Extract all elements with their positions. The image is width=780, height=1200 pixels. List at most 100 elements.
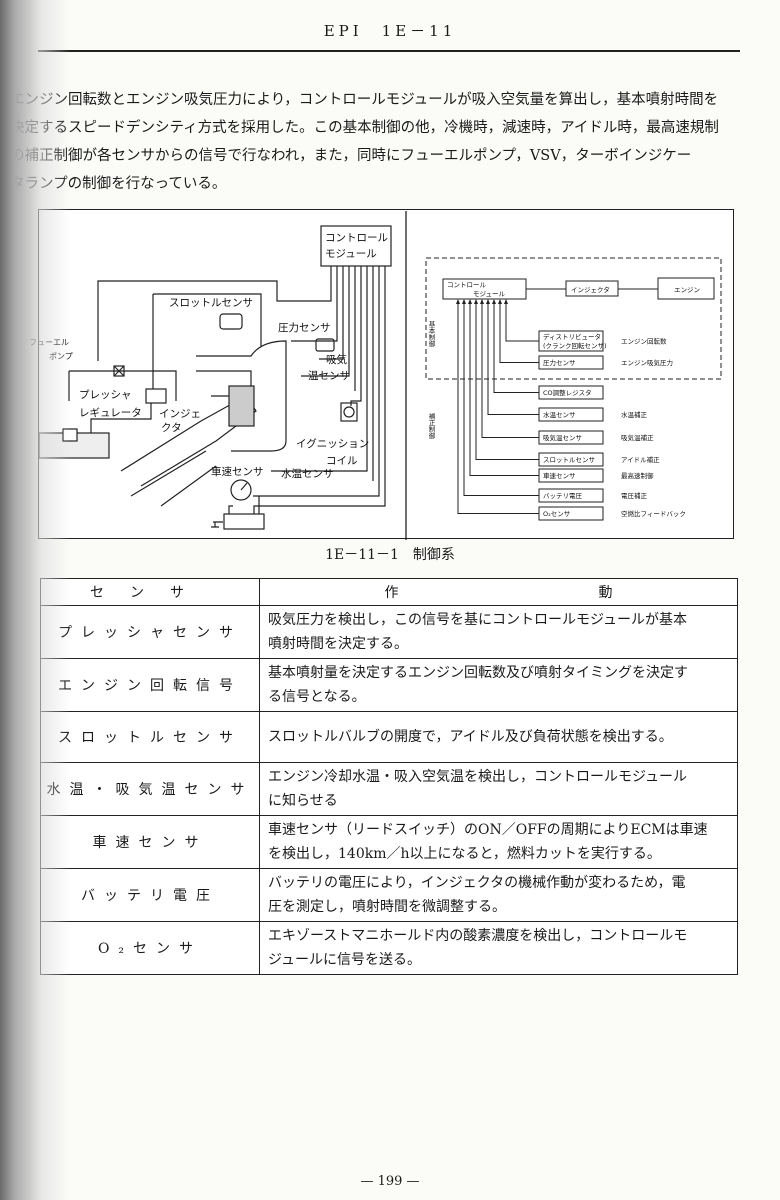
- arrow-head-icon: [498, 299, 502, 304]
- header-rule: [38, 50, 740, 52]
- sensor-function-label: エンジン回転数: [621, 337, 667, 346]
- sensor-box-label: 圧力センサ: [543, 358, 576, 367]
- sensor-name: O₂センサ: [40, 921, 260, 975]
- table-row: 水温・吸気温センサエンジン冷却水温・吸入空気温を検出し，コントロールモジュールに…: [40, 762, 738, 816]
- sensor-box-label: O₂センサ: [543, 510, 570, 518]
- action-line: る信号となる。: [268, 689, 366, 705]
- label-injector: インジェ: [159, 408, 201, 420]
- table-row: O₂センサエキゾーストマニホールド内の酸素濃度を検出し，コントロールモジュールに…: [40, 921, 738, 975]
- arrow-head-icon: [480, 299, 484, 304]
- sensor-box: [538, 452, 604, 467]
- arrow-head-icon: [462, 299, 466, 304]
- action-line: バッテリの電圧により，インジェクタの機械作動が変わるため，電: [268, 875, 686, 891]
- sensor-box: [538, 506, 604, 521]
- label-vehicle-speed-sensor: 車速センサ: [211, 465, 264, 478]
- paragraph-line: エンジン回転数とエンジン吸気圧力により，コントロールモジュールが吸入空気量を算出…: [10, 92, 719, 108]
- arrow-head-icon: [468, 299, 472, 304]
- block-control-module: コントロール: [447, 281, 487, 289]
- label-control-module: コントロール: [325, 232, 388, 244]
- label-intake-temp-sensor: 吸気: [326, 353, 347, 366]
- figure-caption: 1E－11－1 制御系: [325, 547, 455, 563]
- paragraph-line: 決定するスピードデンシティ方式を採用した。この基本制御の他，冷機時，減速時，アイ…: [10, 120, 719, 136]
- label-basic-control: 基本制御: [427, 320, 435, 349]
- arrow-head-icon: [504, 299, 508, 304]
- table-row: スロットルセンサスロットルバルブの開度で，アイドル及び負荷状態を検出する。: [40, 711, 738, 763]
- figure-drawing: コントロール モジュール スロットルセンサ 圧力センサ 吸気 温センサ フューエ…: [29, 211, 722, 540]
- label-throttle-sensor: スロットルセンサ: [169, 297, 253, 309]
- sensor-action: エンジン冷却水温・吸入空気温を検出し，コントロールモジュールに知らせる: [259, 762, 738, 816]
- paragraph-line: の補正制御が各センサからの信号で行なわれ，また，同時にフューエルポンプ，VSV，…: [10, 148, 692, 164]
- action-line: スロットルバルブの開度で，アイドル及び負荷状態を検出する。: [268, 729, 673, 745]
- label-ignition-coil: イグニッション: [296, 437, 369, 450]
- sensor-function-label: エンジン吸気圧力: [621, 358, 673, 367]
- col-header-action-2: 動: [598, 585, 613, 601]
- table-row: 車速センサ車速センサ（リードスイッチ）のON／OFFの周期によりECMは車速を検…: [40, 815, 738, 869]
- action-line: 車速センサ（リードスイッチ）のON／OFFの周期によりECMは車速: [268, 822, 708, 838]
- table-row: バッテリ電圧バッテリの電圧により，インジェクタの機械作動が変わるため，電圧を測定…: [40, 868, 738, 922]
- sensor-action: 車速センサ（リードスイッチ）のON／OFFの周期によりECMは車速を検出し，14…: [259, 815, 738, 869]
- action-line: エンジン冷却水温・吸入空気温を検出し，コントロールモジュール: [268, 769, 688, 785]
- sensor-function-label: 水温補正: [621, 410, 648, 419]
- label-correction-control: 補正制御: [427, 412, 435, 441]
- table-row: エンジン回転信号基本噴射量を決定するエンジン回転数及び噴射タイミングを決定する信…: [40, 658, 738, 712]
- arrow-head-icon: [492, 299, 496, 304]
- sensor-box-label: 吸気温センサ: [543, 433, 582, 442]
- label-ignition-coil: コイル: [326, 455, 358, 467]
- label-injector: クタ: [161, 422, 182, 434]
- action-line: エキゾーストマニホールド内の酸素濃度を検出し，コントロールモ: [268, 928, 688, 944]
- label-pressure-regulator: レギュレータ: [79, 407, 142, 419]
- sensor-function-label: 空燃比フィードバック: [621, 509, 686, 518]
- sensor-function-label: 最高速制御: [621, 471, 654, 480]
- sensor-function-label: 電圧補正: [621, 491, 648, 500]
- sensor-box: [538, 385, 604, 400]
- page-number: — 199 —: [360, 1174, 420, 1189]
- col-header-sensor: センサ: [40, 578, 260, 606]
- action-line: 圧を測定し，噴射時間を微調整する。: [268, 899, 506, 915]
- signal-line: [463, 300, 539, 496]
- sensor-action: 吸気圧力を検出し，この信号を基にコントロールモジュールが基本噴射時間を決定する。: [259, 605, 738, 659]
- sensor-box-label: 水温センサ: [543, 410, 576, 419]
- sensor-box: [538, 407, 604, 422]
- signal-line: [487, 300, 539, 415]
- action-line: に知らせる: [268, 793, 338, 809]
- arrow-head-icon: [474, 299, 478, 304]
- sensor-box-label: CO調整レジスタ: [543, 388, 592, 397]
- action-line: ジュールに信号を送る。: [268, 952, 422, 968]
- sensor-name: エンジン回転信号: [40, 658, 260, 712]
- sensor-box: [538, 488, 604, 503]
- sensor-action: スロットルバルブの開度で，アイドル及び負荷状態を検出する。: [259, 711, 738, 763]
- sensor-box-label: スロットルセンサ: [543, 456, 595, 464]
- label-pressure-regulator: プレッシャ: [79, 389, 132, 401]
- block-control-module: モジュール: [473, 290, 506, 298]
- arrow-head-icon: [456, 299, 460, 304]
- action-line: を検出し，140km／h以上になると，燃料カットを実行する。: [268, 846, 661, 862]
- sensor-name: 水温・吸気温センサ: [40, 762, 260, 816]
- engine-illustration: [38, 225, 392, 530]
- sensor-box: [538, 430, 604, 445]
- action-line: 基本噴射量を決定するエンジン回転数及び噴射タイミングを決定す: [268, 665, 688, 681]
- sensor-box-label: バッテリ電圧: [543, 492, 583, 500]
- signal-line: [457, 300, 539, 514]
- block-diagram: コントロール モジュール インジェクタ エンジン 基本制御 補正制御 ディストリ…: [425, 257, 722, 521]
- sensor-name: プレッシャセンサ: [40, 605, 260, 659]
- sensor-box-label: ディストリビュータ: [543, 332, 601, 341]
- label-intake-temp-sensor: 温センサ: [308, 370, 350, 382]
- label-fuel-pump: ポンプ: [49, 352, 73, 361]
- block-injector: インジェクタ: [571, 285, 610, 294]
- sensor-box-label: 車速センサ: [543, 471, 576, 480]
- sensor-box: [538, 468, 604, 483]
- label-fuel-pump: フューエル: [29, 338, 69, 347]
- arrow-head-icon: [486, 299, 490, 304]
- control-system-figure: コントロール モジュール スロットルセンサ 圧力センサ 吸気 温センサ フューエ…: [29, 209, 734, 540]
- sensor-function-label: アイドル補正: [621, 455, 660, 464]
- col-header-action-1: 作: [384, 585, 399, 601]
- sensor-name: バッテリ電圧: [40, 868, 260, 922]
- signal-line: [499, 300, 539, 363]
- signal-line: [475, 300, 539, 460]
- page-header: EPI 1E－11: [323, 22, 457, 40]
- sensor-action: バッテリの電圧により，インジェクタの機械作動が変わるため，電圧を測定し，噴射時間…: [259, 868, 738, 922]
- sensor-box: [538, 330, 604, 352]
- sensor-table: センサ 作 動 プレッシャセンサ吸気圧力を検出し，この信号を基にコントロールモジュ…: [40, 578, 738, 975]
- action-line: 噴射時間を決定する。: [268, 636, 408, 652]
- sensor-box: [538, 355, 604, 370]
